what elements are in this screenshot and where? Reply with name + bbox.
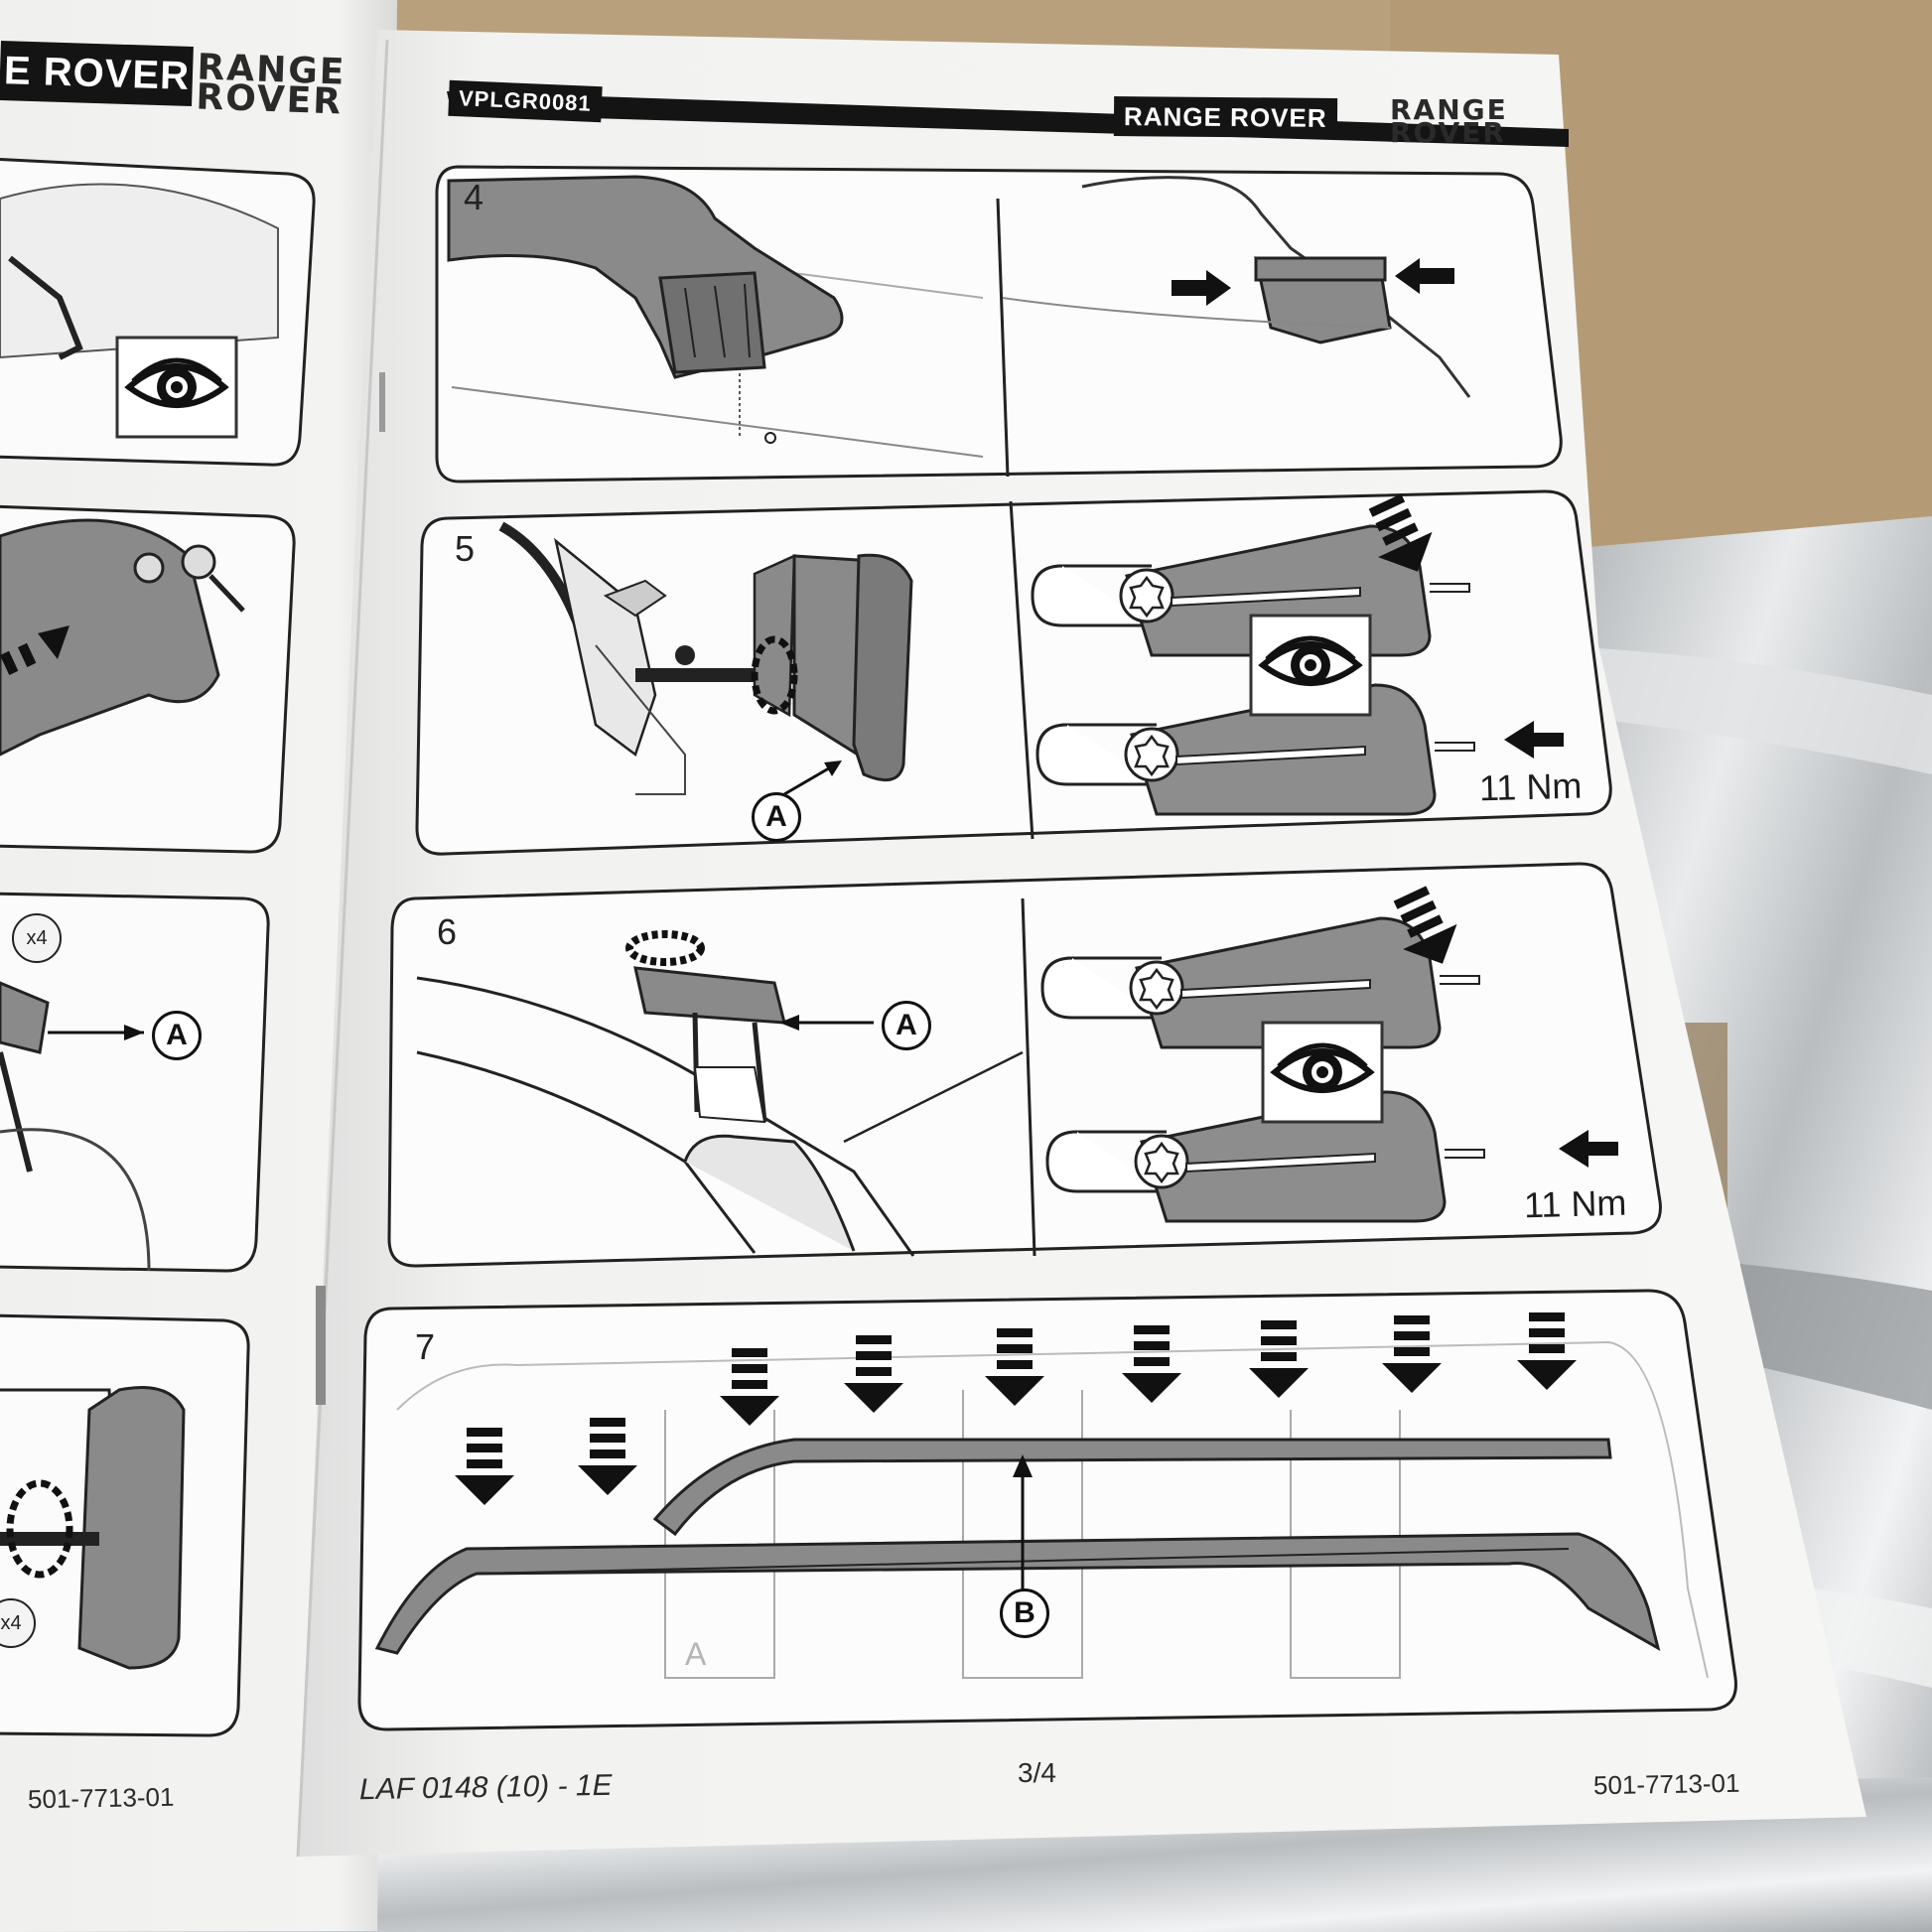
step-5-panel [415, 488, 1612, 856]
staple-bottom [316, 1286, 326, 1405]
left-brand-logo: RANGE ROVER [195, 47, 347, 123]
left-qty-label-1: x4 [12, 913, 62, 963]
step-6-number: 6 [437, 911, 458, 952]
step-5-number: 5 [455, 528, 476, 569]
rotation-icon [6, 1479, 73, 1579]
arrow-icon [1395, 258, 1454, 294]
step-7-panel [357, 1289, 1737, 1731]
page-number: 3/4 [1018, 1757, 1056, 1788]
step-5-torque: 11 Nm [1478, 764, 1583, 809]
arrow-icon [1559, 1130, 1618, 1168]
step-4-number: 4 [464, 177, 484, 217]
right-part-number: 501-7713-01 [1592, 1767, 1740, 1801]
step-6-callout-a: A [882, 1001, 931, 1050]
step-7-floor-label: A [685, 1636, 707, 1672]
staple-top [379, 372, 385, 432]
step-5-callout-a: A [752, 792, 801, 842]
step-4-panel [435, 165, 1563, 483]
right-brand-bar: RANGE ROVER [1113, 96, 1337, 138]
rotation-icon [751, 635, 798, 715]
arrow-icon [1504, 721, 1564, 759]
arrow-icon [1172, 270, 1231, 306]
left-panel-5 [0, 892, 270, 1273]
left-panel-6 [0, 1313, 250, 1737]
doc-code-badge: VPLGR0081 [448, 79, 603, 123]
eye-icon [1251, 616, 1370, 715]
step-6-panel [387, 862, 1662, 1268]
left-brand-bar: E ROVER [0, 40, 194, 107]
doc-reference: LAF 0148 (10) - 1E [358, 1768, 613, 1807]
step-7-callout-b: B [1000, 1588, 1049, 1638]
left-brand-text: E ROVER [3, 49, 191, 98]
left-panel-4 [0, 504, 296, 854]
rotation-icon [625, 930, 705, 966]
eye-icon [1263, 1023, 1382, 1122]
left-part-number: 501-7713-01 [27, 1781, 175, 1815]
arrow-icon [0, 625, 69, 675]
right-brand-logo: RANGE ROVER [1390, 93, 1508, 149]
step-7-number: 7 [415, 1326, 436, 1367]
left-callout-a: A [152, 1011, 202, 1060]
key-icon [133, 544, 245, 613]
left-panel-3 [0, 157, 316, 467]
step-6-torque: 11 Nm [1523, 1181, 1627, 1226]
eye-icon [117, 338, 236, 437]
